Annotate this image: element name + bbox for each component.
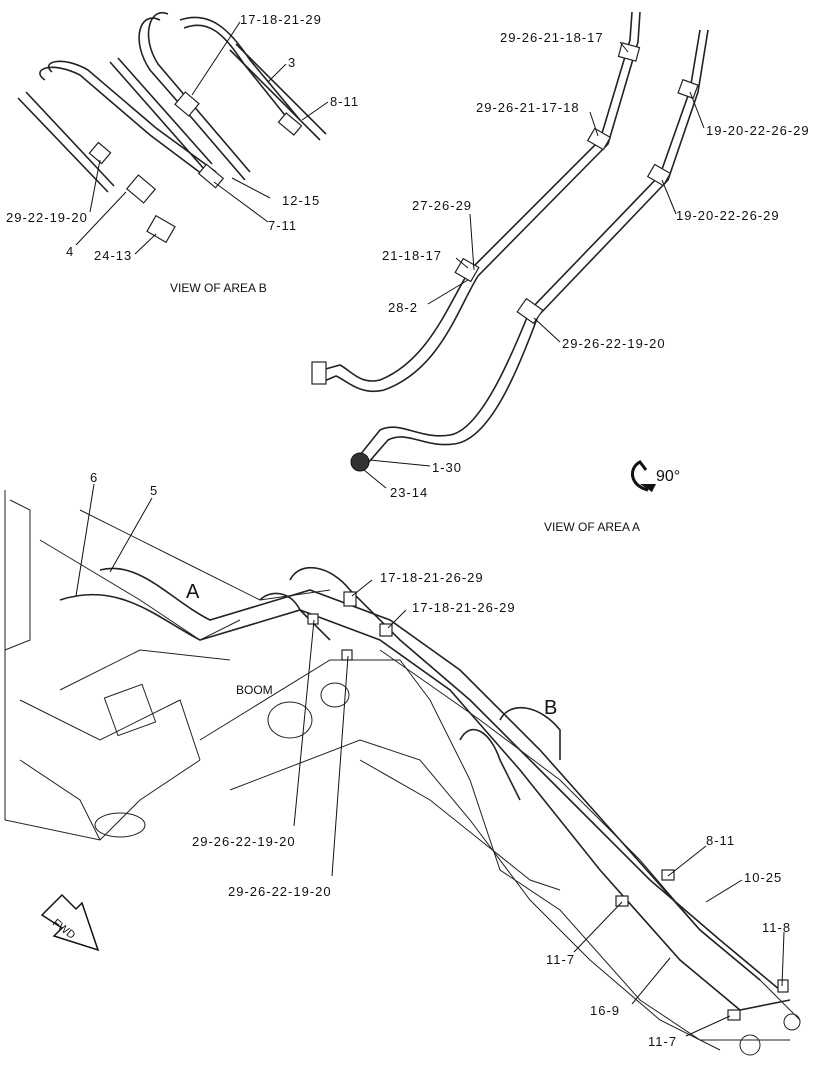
fitting-area-b-6 — [146, 214, 176, 244]
boom-assembly-drawing — [4, 490, 801, 1056]
clamp-area-a-3 — [677, 78, 699, 100]
callout-17-18-21-26-29-b: 17-18-21-26-29 — [412, 600, 516, 615]
callout-7-11: 7-11 — [268, 218, 297, 233]
callout-17-18-21-26-29-a: 17-18-21-26-29 — [380, 570, 484, 585]
caption-view-area-a: VIEW OF AREA A — [544, 520, 640, 534]
callout-19-20-22-26-29-b: 19-20-22-26-29 — [676, 208, 780, 223]
clamp-area-b-2 — [174, 91, 200, 117]
callout-29-26-22-19-20-c: 29-26-22-19-20 — [228, 884, 332, 899]
callout-6: 6 — [90, 470, 98, 485]
callout-28-2: 28-2 — [388, 300, 418, 315]
area-b-marker: B — [544, 697, 557, 719]
callout-4: 4 — [66, 244, 74, 259]
flange-area-a — [350, 452, 370, 472]
callout-1-30: 1-30 — [432, 460, 462, 475]
rotation-label: 90° — [656, 468, 680, 485]
leaders-area-b — [75, 21, 329, 255]
elbow-fitting-area-a — [311, 361, 327, 385]
callout-3: 3 — [288, 55, 296, 70]
area-a-marker: A — [186, 581, 200, 603]
leaders-boom — [75, 483, 785, 1037]
callout-19-20-22-26-29-a: 19-20-22-26-29 — [706, 123, 810, 138]
clamp-area-b-1 — [88, 141, 112, 165]
callout-29-26-21-18-17: 29-26-21-18-17 — [500, 30, 604, 45]
callout-labels: 17-18-21-29 3 8-11 12-15 7-11 29-22-19-2… — [6, 12, 810, 1049]
forward-arrow-icon — [40, 893, 100, 952]
callout-23-14: 23-14 — [390, 485, 428, 500]
view-area-a-drawing — [311, 11, 709, 472]
fitting-area-b-3 — [277, 112, 303, 136]
leaders-area-a — [363, 41, 705, 489]
callout-11-7-b: 11-7 — [648, 1034, 677, 1049]
callout-10-25: 10-25 — [744, 870, 782, 885]
clamp-area-a-6 — [516, 297, 544, 325]
clamp-area-a-4 — [646, 163, 672, 187]
callout-8-11-bottom: 8-11 — [706, 833, 735, 848]
clamp-area-a-5 — [454, 257, 480, 283]
callout-29-22-19-20: 29-22-19-20 — [6, 210, 88, 225]
callout-11-7-a: 11-7 — [546, 952, 575, 967]
callout-29-26-21-17-18: 29-26-21-17-18 — [476, 100, 580, 115]
view-area-b-drawing — [17, 11, 327, 244]
clamp-boom-6 — [615, 895, 629, 907]
callout-29-26-22-19-20-a: 29-26-22-19-20 — [562, 336, 666, 351]
callout-27-26-29: 27-26-29 — [412, 198, 472, 213]
callout-16-9: 16-9 — [590, 1003, 620, 1018]
callout-11-8: 11-8 — [762, 920, 791, 935]
fitting-area-b-5 — [125, 174, 157, 204]
clamp-boom-8 — [777, 979, 789, 993]
callout-29-26-22-19-20-b: 29-26-22-19-20 — [192, 834, 296, 849]
callout-5: 5 — [150, 483, 158, 498]
callout-24-13: 24-13 — [94, 248, 132, 263]
clamp-boom-7 — [727, 1009, 741, 1021]
callout-21-18-17: 21-18-17 — [382, 248, 442, 263]
caption-view-area-b: VIEW OF AREA B — [170, 281, 267, 295]
caption-boom: BOOM — [236, 683, 273, 697]
clamp-boom-5 — [661, 869, 675, 881]
fitting-area-b-4 — [197, 163, 225, 189]
callout-17-18-21-29: 17-18-21-29 — [240, 12, 322, 27]
clamp-boom-3 — [307, 613, 319, 625]
clamp-area-a-2 — [586, 127, 612, 151]
clamp-boom-4 — [341, 649, 353, 661]
callout-12-15: 12-15 — [282, 193, 320, 208]
rotation-90-icon — [631, 460, 656, 492]
callout-8-11-top: 8-11 — [330, 94, 359, 109]
